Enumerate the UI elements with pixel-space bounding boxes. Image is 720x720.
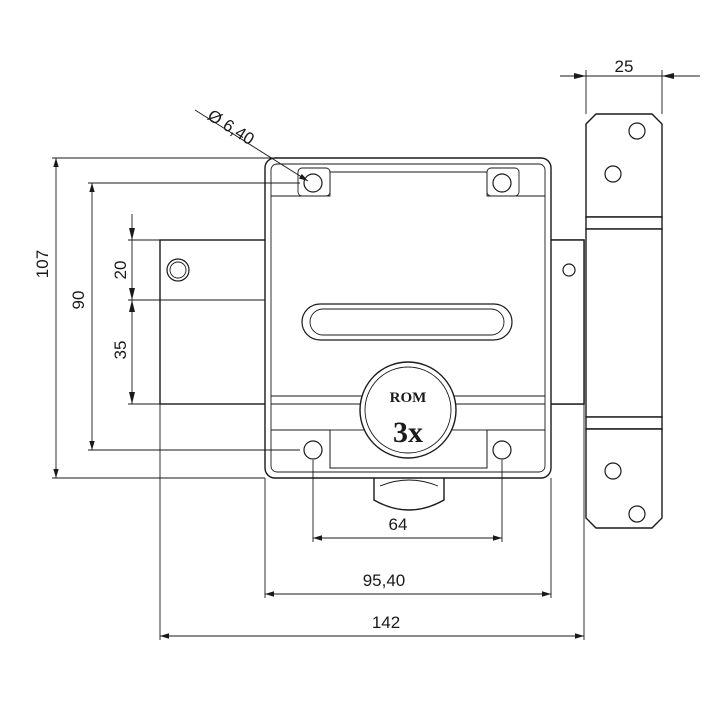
- case-screw-hole: [303, 173, 323, 193]
- latch-hole: [562, 263, 576, 277]
- badge-model: 3x: [393, 416, 423, 449]
- strike-screw-hole: [628, 122, 646, 140]
- strike-screw-hole: [604, 462, 622, 480]
- cylinder-badge: ROM 3x: [359, 361, 457, 459]
- strike-screw-hole: [604, 165, 622, 183]
- dim-107-label: 107: [33, 250, 52, 278]
- bolt-plate-hole: [166, 258, 190, 282]
- dim-142-label: 142: [372, 613, 400, 632]
- dim-25-label: 25: [615, 57, 634, 76]
- dim-35-label: 35: [111, 341, 130, 360]
- key-slot: [301, 303, 513, 341]
- strike-plate: [585, 113, 663, 529]
- dim-64-label: 64: [389, 515, 408, 534]
- strike-screw-hole: [628, 505, 646, 523]
- dim-leader-diameter: [194, 109, 309, 182]
- badge-brand: ROM: [390, 390, 427, 406]
- lock-case: [264, 157, 552, 479]
- dim-90-label: 90: [69, 291, 88, 310]
- dim-20-label: 20: [111, 261, 130, 280]
- extension-lines: [52, 70, 663, 640]
- case-screw-hole: [492, 440, 512, 460]
- dim-95-40-label: 95,40: [363, 571, 406, 590]
- dim-diameter-label: Ø 6,40: [204, 106, 257, 149]
- case-screw-hole: [303, 440, 323, 460]
- case-screw-hole: [492, 173, 512, 193]
